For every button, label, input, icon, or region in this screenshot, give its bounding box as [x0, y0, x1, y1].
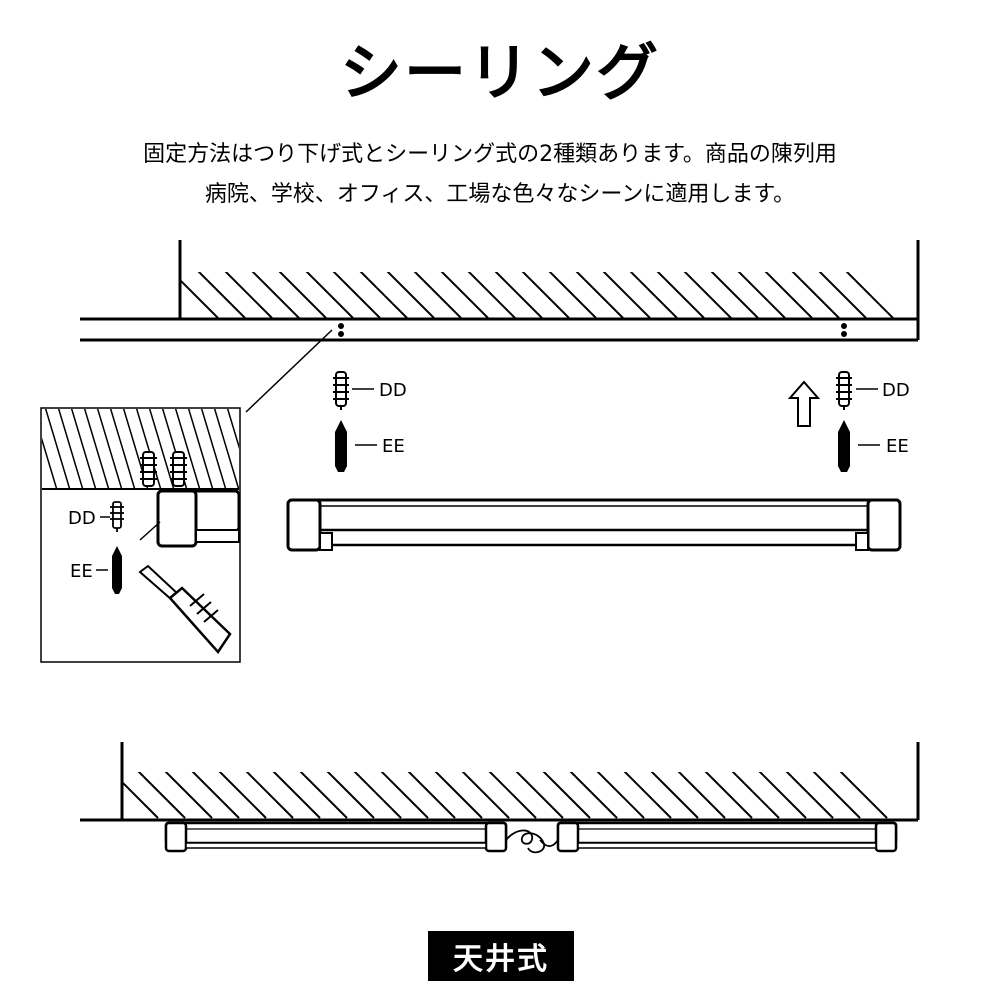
dd-label: DD [882, 380, 910, 401]
ceiling-hatch-bottom [123, 772, 888, 819]
mount-type-badge: 天井式 [428, 931, 574, 981]
inset-detail: DD EE [40, 407, 241, 663]
page-title: シーリング [339, 36, 660, 109]
dd-anchor-icon [110, 501, 124, 532]
dd-label: DD [379, 380, 407, 401]
connector-cable [505, 829, 559, 854]
description-line-2: 病院、学校、オフィス、工場な色々なシーンに適用します。 [204, 182, 796, 207]
screwdriver-icon [138, 564, 232, 655]
ee-label: EE [886, 436, 909, 457]
ee-screw-icon [335, 420, 347, 472]
dd-label: DD [68, 508, 96, 529]
light-fixture-top [286, 498, 902, 552]
ceiling-bottom [80, 742, 920, 822]
inset-anchor-icon [140, 451, 187, 487]
ceiling-top [80, 240, 920, 413]
ceiling-hatch-top [181, 272, 894, 318]
up-arrow-icon [787, 380, 821, 427]
dd-anchor-icon [836, 371, 852, 410]
ee-screw-icon [112, 546, 122, 594]
description-line-1: 固定方法はつり下げ式とシーリング式の2種類あります。商品の陳列用 [143, 142, 837, 167]
ee-label: EE [70, 561, 93, 582]
ee-label: EE [382, 436, 405, 457]
dd-anchor-icon [333, 371, 349, 410]
ee-screw-icon [838, 420, 850, 472]
light-fixture-bottom-right [556, 821, 898, 853]
inset-fixture-end [156, 489, 241, 548]
light-fixture-bottom-left [164, 821, 508, 853]
